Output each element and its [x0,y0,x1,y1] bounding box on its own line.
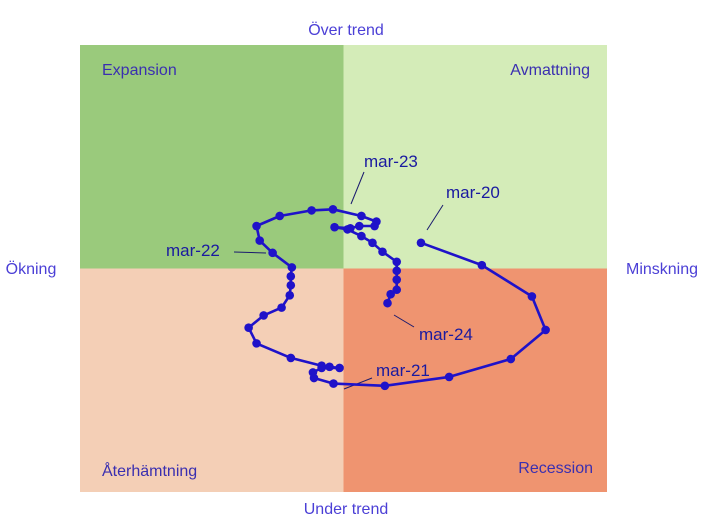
quadrant-backgrounds [80,45,607,492]
annotation-label-4: mar-24 [419,325,473,344]
annotation-leaders [233,171,444,390]
data-point-16 [244,323,253,333]
data-series [244,204,550,391]
annotation-label-3: mar-23 [364,152,418,171]
annotation-label-2: mar-22 [166,241,220,260]
data-point-36 [357,231,366,241]
axis-label-left: Ökning [6,260,57,278]
data-point-24 [255,236,265,245]
data-point-29 [357,211,366,221]
data-point-43 [386,289,395,299]
data-point-28 [328,204,338,214]
data-point-38 [378,247,387,257]
annotation-leader-3 [350,171,365,205]
data-point-9 [308,368,318,377]
data-point-2 [527,292,537,301]
data-point-21 [286,272,296,281]
annotation-leader-2 [233,251,267,254]
data-point-3 [541,325,550,335]
data-point-40 [392,266,402,276]
data-point-14 [286,353,296,363]
data-point-5 [444,372,454,382]
data-point-37 [368,238,377,248]
data-point-7 [329,379,338,388]
data-point-32 [355,221,364,231]
data-point-0 [416,238,426,248]
axis-label-right: Minskning [626,261,698,278]
data-point-20 [286,280,296,290]
data-point-22 [287,263,297,272]
data-point-15 [252,339,261,348]
data-point-42 [392,285,402,295]
quadrant-expansion [80,45,344,269]
data-point-11 [335,363,344,373]
data-point-35 [343,225,352,234]
annotation-leader-4 [393,314,415,328]
axis-labels: Över trend Under trend Ökning Minskning [6,21,698,518]
quadrant-label-expansion: Expansion [102,62,177,79]
data-point-34 [330,222,339,232]
data-point-17 [259,311,268,320]
annotation-leader-0 [426,204,444,231]
data-point-19 [285,291,295,300]
data-point-27 [307,206,316,215]
axis-label-top: Över trend [308,21,384,39]
data-point-18 [277,303,286,312]
data-point-41 [392,275,402,284]
data-point-44 [383,298,392,308]
quadrant-avmattning [343,45,607,269]
data-point-12 [325,362,334,372]
quadrant-recession [343,268,607,492]
annotation-labels: mar-20 mar-21 mar-22 mar-23 mar-24 [166,152,500,380]
data-point-23 [268,248,277,258]
quadrant-label-aterhamtning: Återhämtning [102,461,197,480]
quadrant-aterhamtning [80,268,344,492]
data-point-4 [506,354,516,364]
data-point-39 [392,257,402,267]
data-point-26 [275,211,285,221]
annotation-label-1: mar-21 [376,361,430,380]
data-point-31 [370,221,379,231]
data-point-13 [317,361,326,371]
data-point-25 [252,221,261,231]
data-point-6 [380,381,390,391]
quadrant-label-avmattning: Avmattning [510,62,590,79]
annotation-label-0: mar-20 [446,183,500,202]
data-point-1 [477,260,487,270]
axis-label-bottom: Under trend [304,501,389,518]
quadrant-label-recession: Recession [518,460,593,477]
